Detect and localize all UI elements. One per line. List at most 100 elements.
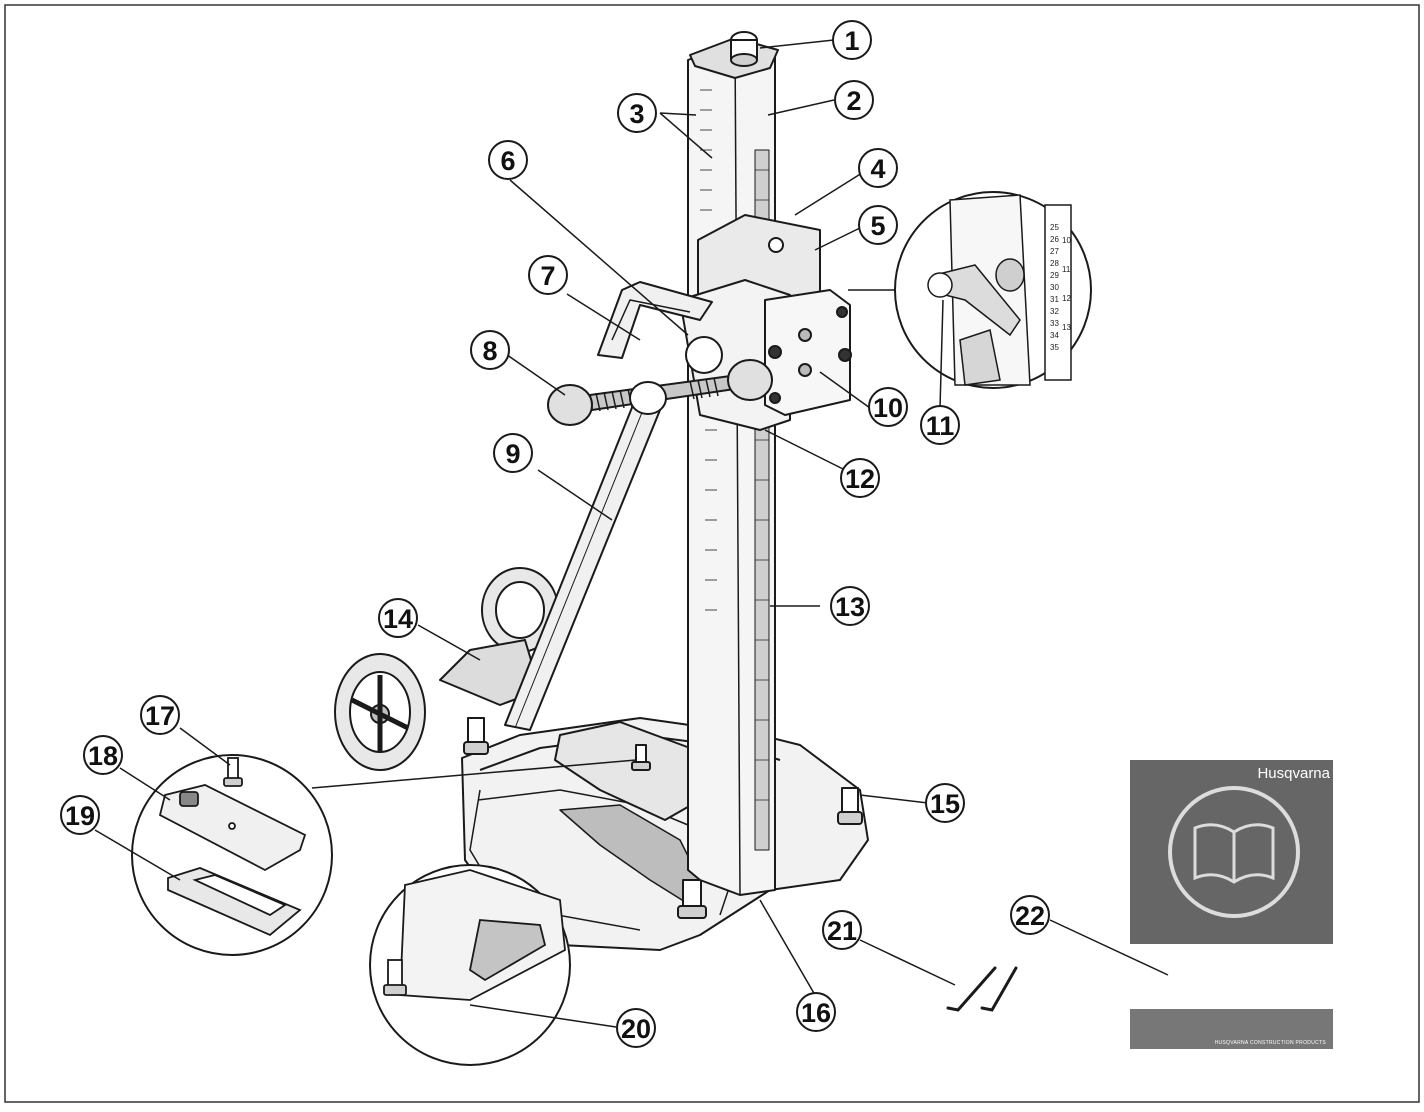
zoom-scale-label: 25 [1050, 223, 1059, 232]
callout-13: 13 [830, 586, 870, 626]
zoom-scale-label: 29 [1050, 271, 1059, 280]
callout-number: 9 [505, 439, 520, 469]
callout-number: 3 [629, 99, 644, 129]
zoom-scale-label: 26 [1050, 235, 1059, 244]
callout-20: 20 [616, 1008, 656, 1048]
callout-number: 20 [621, 1014, 651, 1044]
callout-circle [378, 598, 418, 638]
callout-number: 14 [383, 604, 413, 634]
callout-7: 7 [528, 255, 568, 295]
manual-footer-band [1130, 1009, 1333, 1049]
callout-number: 11 [926, 411, 955, 441]
callout-circle [140, 695, 180, 735]
levelling-screw-left [463, 717, 489, 755]
callout-18: 18 [83, 735, 123, 775]
wheel-front [334, 653, 426, 771]
callout-21: 21 [822, 910, 862, 950]
figure-frame [4, 4, 1420, 1103]
zoom-scale-labels: 25 26 27 28 29 30 31 32 33 34 35 10 11 12 13 [1050, 223, 1071, 352]
callout-circle [617, 93, 657, 133]
callout-number: 4 [870, 154, 885, 184]
zoom-circle-lock-handle: 25 26 27 28 29 30 31 32 33 34 35 10 11 12 13 [848, 191, 1092, 389]
callout-11: 11 [920, 405, 960, 445]
zoom-scale-label: 28 [1050, 259, 1059, 268]
zoom-scale-label: 35 [1050, 343, 1059, 352]
callout-number: 2 [846, 86, 861, 116]
zoom-scale-label: 34 [1050, 331, 1059, 340]
callout-15: 15 [925, 783, 965, 823]
callout-17: 17 [140, 695, 180, 735]
callout-22: 22 [1010, 895, 1050, 935]
callout-2: 2 [834, 80, 874, 120]
callout-circle [493, 433, 533, 473]
carriage [679, 214, 852, 431]
callout-number: 21 [827, 916, 857, 946]
callout-circle [830, 586, 870, 626]
callout-14: 14 [378, 598, 418, 638]
operator-manual: Husqvarna HUSQVARNA CONSTRUCTION PRODUCT… [1130, 760, 1333, 1049]
callout-4: 4 [858, 148, 898, 188]
callout-number: 18 [88, 741, 118, 771]
vacuum-nipple [631, 744, 651, 771]
callout-circle [470, 330, 510, 370]
callout-circle [83, 735, 123, 775]
callout-circle [840, 458, 880, 498]
zoom-scale-label: 30 [1050, 283, 1059, 292]
callout-9: 9 [493, 433, 533, 473]
column [687, 31, 779, 896]
zoom-scale-label: 11 [1062, 265, 1071, 274]
zoom-scale-label: 33 [1050, 319, 1059, 328]
callout-10: 10 [868, 387, 908, 427]
zoom-scale-label: 13 [1062, 323, 1071, 332]
callout-12: 12 [840, 458, 880, 498]
book-icon [1193, 823, 1275, 884]
callout-8: 8 [470, 330, 510, 370]
callout-circle [60, 795, 100, 835]
callout-circle [832, 20, 872, 60]
callout-number: 1 [844, 26, 859, 56]
zoom-scale-label: 31 [1050, 295, 1059, 304]
zoom-scale-label: 10 [1062, 236, 1071, 245]
zoom-circle-foot-plate [131, 754, 637, 956]
callout-6: 6 [488, 140, 528, 180]
leader-lines [94, 39, 1169, 1028]
levelling-screw-front [677, 879, 707, 919]
callout-circle [796, 992, 836, 1032]
callout-3: 3 [617, 93, 657, 133]
callout-number: 17 [145, 701, 175, 731]
callout-19: 19 [60, 795, 100, 835]
callout-5: 5 [858, 205, 898, 245]
zoom-scale-label: 27 [1050, 247, 1059, 256]
callout-number: 13 [835, 592, 865, 622]
callout-number: 5 [870, 211, 885, 241]
callout-number: 8 [482, 336, 497, 366]
callout-number: 15 [930, 789, 960, 819]
zoom-scale-label: 12 [1062, 294, 1071, 303]
callout-number: 22 [1015, 901, 1045, 931]
callout-circle [822, 910, 862, 950]
callout-circle [925, 783, 965, 823]
drill-stand [334, 31, 869, 951]
callout-circle [488, 140, 528, 180]
callout-16: 16 [796, 992, 836, 1032]
callout-circle [528, 255, 568, 295]
callout-number: 16 [801, 998, 831, 1028]
hex-keys [946, 966, 1018, 1012]
callout-circle [616, 1008, 656, 1048]
book-icon-ring [1168, 786, 1300, 918]
zoom-circle-base-edge [369, 864, 641, 1066]
callout-circle [1010, 895, 1050, 935]
callout-circle [858, 148, 898, 188]
zoom-scale-label: 32 [1050, 307, 1059, 316]
feed-lever [547, 336, 773, 426]
manual-footer-text: HUSQVARNA CONSTRUCTION PRODUCTS [1215, 1040, 1327, 1046]
callout-circle [868, 387, 908, 427]
callout-number: 10 [873, 393, 903, 423]
wheel-rear [481, 567, 559, 653]
callout-circle [920, 405, 960, 445]
handle [597, 281, 713, 359]
callout-circle [834, 80, 874, 120]
manual-brand: Husqvarna [1257, 765, 1330, 782]
